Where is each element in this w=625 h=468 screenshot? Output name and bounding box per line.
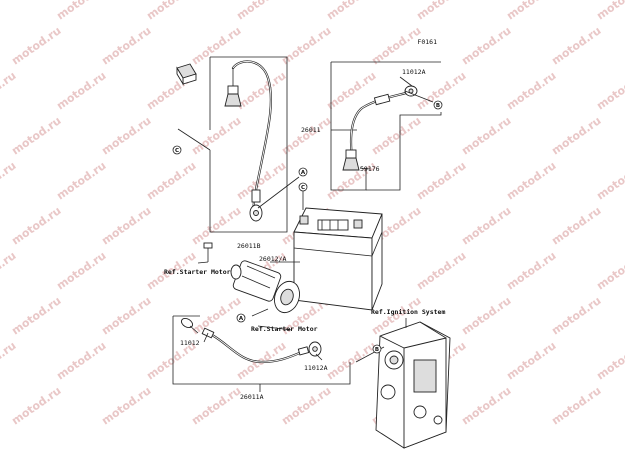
svg-text:B: B bbox=[375, 347, 379, 353]
battery bbox=[293, 207, 383, 311]
watermark-text: motod.ru bbox=[144, 0, 198, 22]
watermark-text: motod.ru bbox=[459, 204, 513, 247]
figure-code: F0161 bbox=[417, 38, 437, 46]
watermark-text: motod.ru bbox=[54, 339, 108, 382]
ignition-system-body bbox=[375, 321, 451, 449]
frame-26011A bbox=[172, 315, 351, 392]
watermark-text: motod.ru bbox=[9, 294, 63, 337]
terminal-cap-11012 bbox=[180, 317, 199, 334]
watermark-text: motod.ru bbox=[504, 339, 558, 382]
watermark-text: motod.ru bbox=[504, 249, 558, 292]
watermark-text: motod.ru bbox=[99, 24, 153, 67]
watermark-text: motod.ru bbox=[54, 159, 108, 202]
watermark-text: motod.ru bbox=[369, 24, 423, 67]
watermark-text: motod.ru bbox=[99, 384, 153, 427]
ref-starter-motor-1: Ref.Starter Motor bbox=[164, 268, 231, 276]
watermark-text: motod.ru bbox=[594, 69, 625, 112]
watermark-text: motod.ru bbox=[189, 384, 243, 427]
watermark-text: motod.ru bbox=[324, 339, 378, 382]
watermark-text: motod.ru bbox=[279, 114, 333, 157]
watermark-text: motod.ru bbox=[459, 114, 513, 157]
starter-motor bbox=[230, 260, 300, 314]
watermark-text: motod.ru bbox=[594, 159, 625, 202]
watermark-text: motod.ru bbox=[0, 249, 19, 292]
watermark-text: motod.ru bbox=[189, 204, 243, 247]
svg-text:C: C bbox=[301, 185, 305, 191]
watermark-text: motod.ru bbox=[549, 294, 603, 337]
watermark-text: motod.ru bbox=[549, 114, 603, 157]
watermark-text: motod.ru bbox=[279, 24, 333, 67]
watermark-text: motod.ru bbox=[594, 0, 625, 22]
watermark-text: motod.ru bbox=[279, 384, 333, 427]
watermark-text: motod.ru bbox=[414, 159, 468, 202]
svg-text:A: A bbox=[239, 316, 244, 322]
watermark-text: motod.ru bbox=[0, 69, 19, 112]
ref-starter-motor-2: Ref.Starter Motor bbox=[251, 325, 318, 333]
callout-c-left: C bbox=[172, 145, 182, 155]
callout-c-right: C bbox=[298, 182, 308, 192]
cable-26011B bbox=[224, 60, 273, 222]
callout-b-top: B bbox=[433, 100, 443, 110]
watermark-text: motod.ru bbox=[414, 0, 468, 22]
label-26011: 26011 bbox=[301, 126, 321, 134]
svg-text:C: C bbox=[175, 148, 179, 154]
watermark-text: motod.ru bbox=[504, 0, 558, 22]
watermark-text: motod.ru bbox=[0, 0, 19, 22]
svg-text:B: B bbox=[436, 103, 440, 109]
label-26011B: 26011B bbox=[237, 242, 261, 250]
watermark-text: motod.ru bbox=[144, 159, 198, 202]
watermark-text: motod.ru bbox=[504, 69, 558, 112]
label-59176: 59176 bbox=[360, 165, 380, 173]
watermark-text: motod.ru bbox=[9, 114, 63, 157]
watermark-text: motod.ru bbox=[594, 339, 625, 382]
watermark-text: motod.ru bbox=[414, 249, 468, 292]
watermark-text: motod.ru bbox=[99, 294, 153, 337]
watermark-text: motod.ru bbox=[369, 114, 423, 157]
watermark-text: motod.ru bbox=[549, 384, 603, 427]
label-26012A: 26012/A bbox=[259, 255, 286, 263]
frame-26011 bbox=[330, 61, 442, 191]
callout-a-bottom: A bbox=[236, 313, 246, 323]
watermark-text: motod.ru bbox=[459, 384, 513, 427]
watermark-text: motod.ru bbox=[504, 159, 558, 202]
watermark-text: motod.ru bbox=[9, 204, 63, 247]
watermark-text: motod.ru bbox=[594, 249, 625, 292]
watermark-text: motod.ru bbox=[459, 294, 513, 337]
watermark-text: motod.ru bbox=[9, 384, 63, 427]
label-26011A: 26011A bbox=[240, 393, 264, 401]
frame-26011B bbox=[177, 56, 288, 233]
svg-text:A: A bbox=[301, 170, 306, 176]
watermark-text: motod.ru bbox=[549, 204, 603, 247]
watermark-text: motod.ru bbox=[549, 24, 603, 67]
label-11012A-top: 11012A bbox=[402, 68, 426, 76]
watermark-text: motod.ru bbox=[9, 24, 63, 67]
watermark-text: motod.ru bbox=[234, 0, 288, 22]
label-11012: 11012 bbox=[180, 339, 200, 347]
callout-a-top: A bbox=[298, 167, 308, 177]
watermark-text: motod.ru bbox=[234, 69, 288, 112]
watermark-text: motod.ru bbox=[189, 114, 243, 157]
label-11012A-bottom: 11012A bbox=[304, 364, 328, 372]
callout-b-bottom: B bbox=[372, 344, 382, 354]
ref-ignition-system: Ref.Ignition System bbox=[371, 308, 445, 316]
watermark-text: motod.ru bbox=[324, 69, 378, 112]
watermark-text: motod.ru bbox=[0, 339, 19, 382]
watermark-text: motod.ru bbox=[54, 249, 108, 292]
front-direction-icon bbox=[176, 63, 197, 86]
watermark-text: motod.ru bbox=[0, 159, 19, 202]
watermark-text: motod.ru bbox=[189, 24, 243, 67]
watermark-text: motod.ru bbox=[54, 0, 108, 22]
watermark-text: motod.ru bbox=[324, 0, 378, 22]
watermark-text: motod.ru bbox=[99, 204, 153, 247]
watermark-text: motod.ru bbox=[99, 114, 153, 157]
watermark-text: motod.ru bbox=[54, 69, 108, 112]
watermark-text: motod.ru bbox=[459, 24, 513, 67]
cable-26011 bbox=[342, 85, 418, 171]
bolt bbox=[203, 242, 213, 262]
